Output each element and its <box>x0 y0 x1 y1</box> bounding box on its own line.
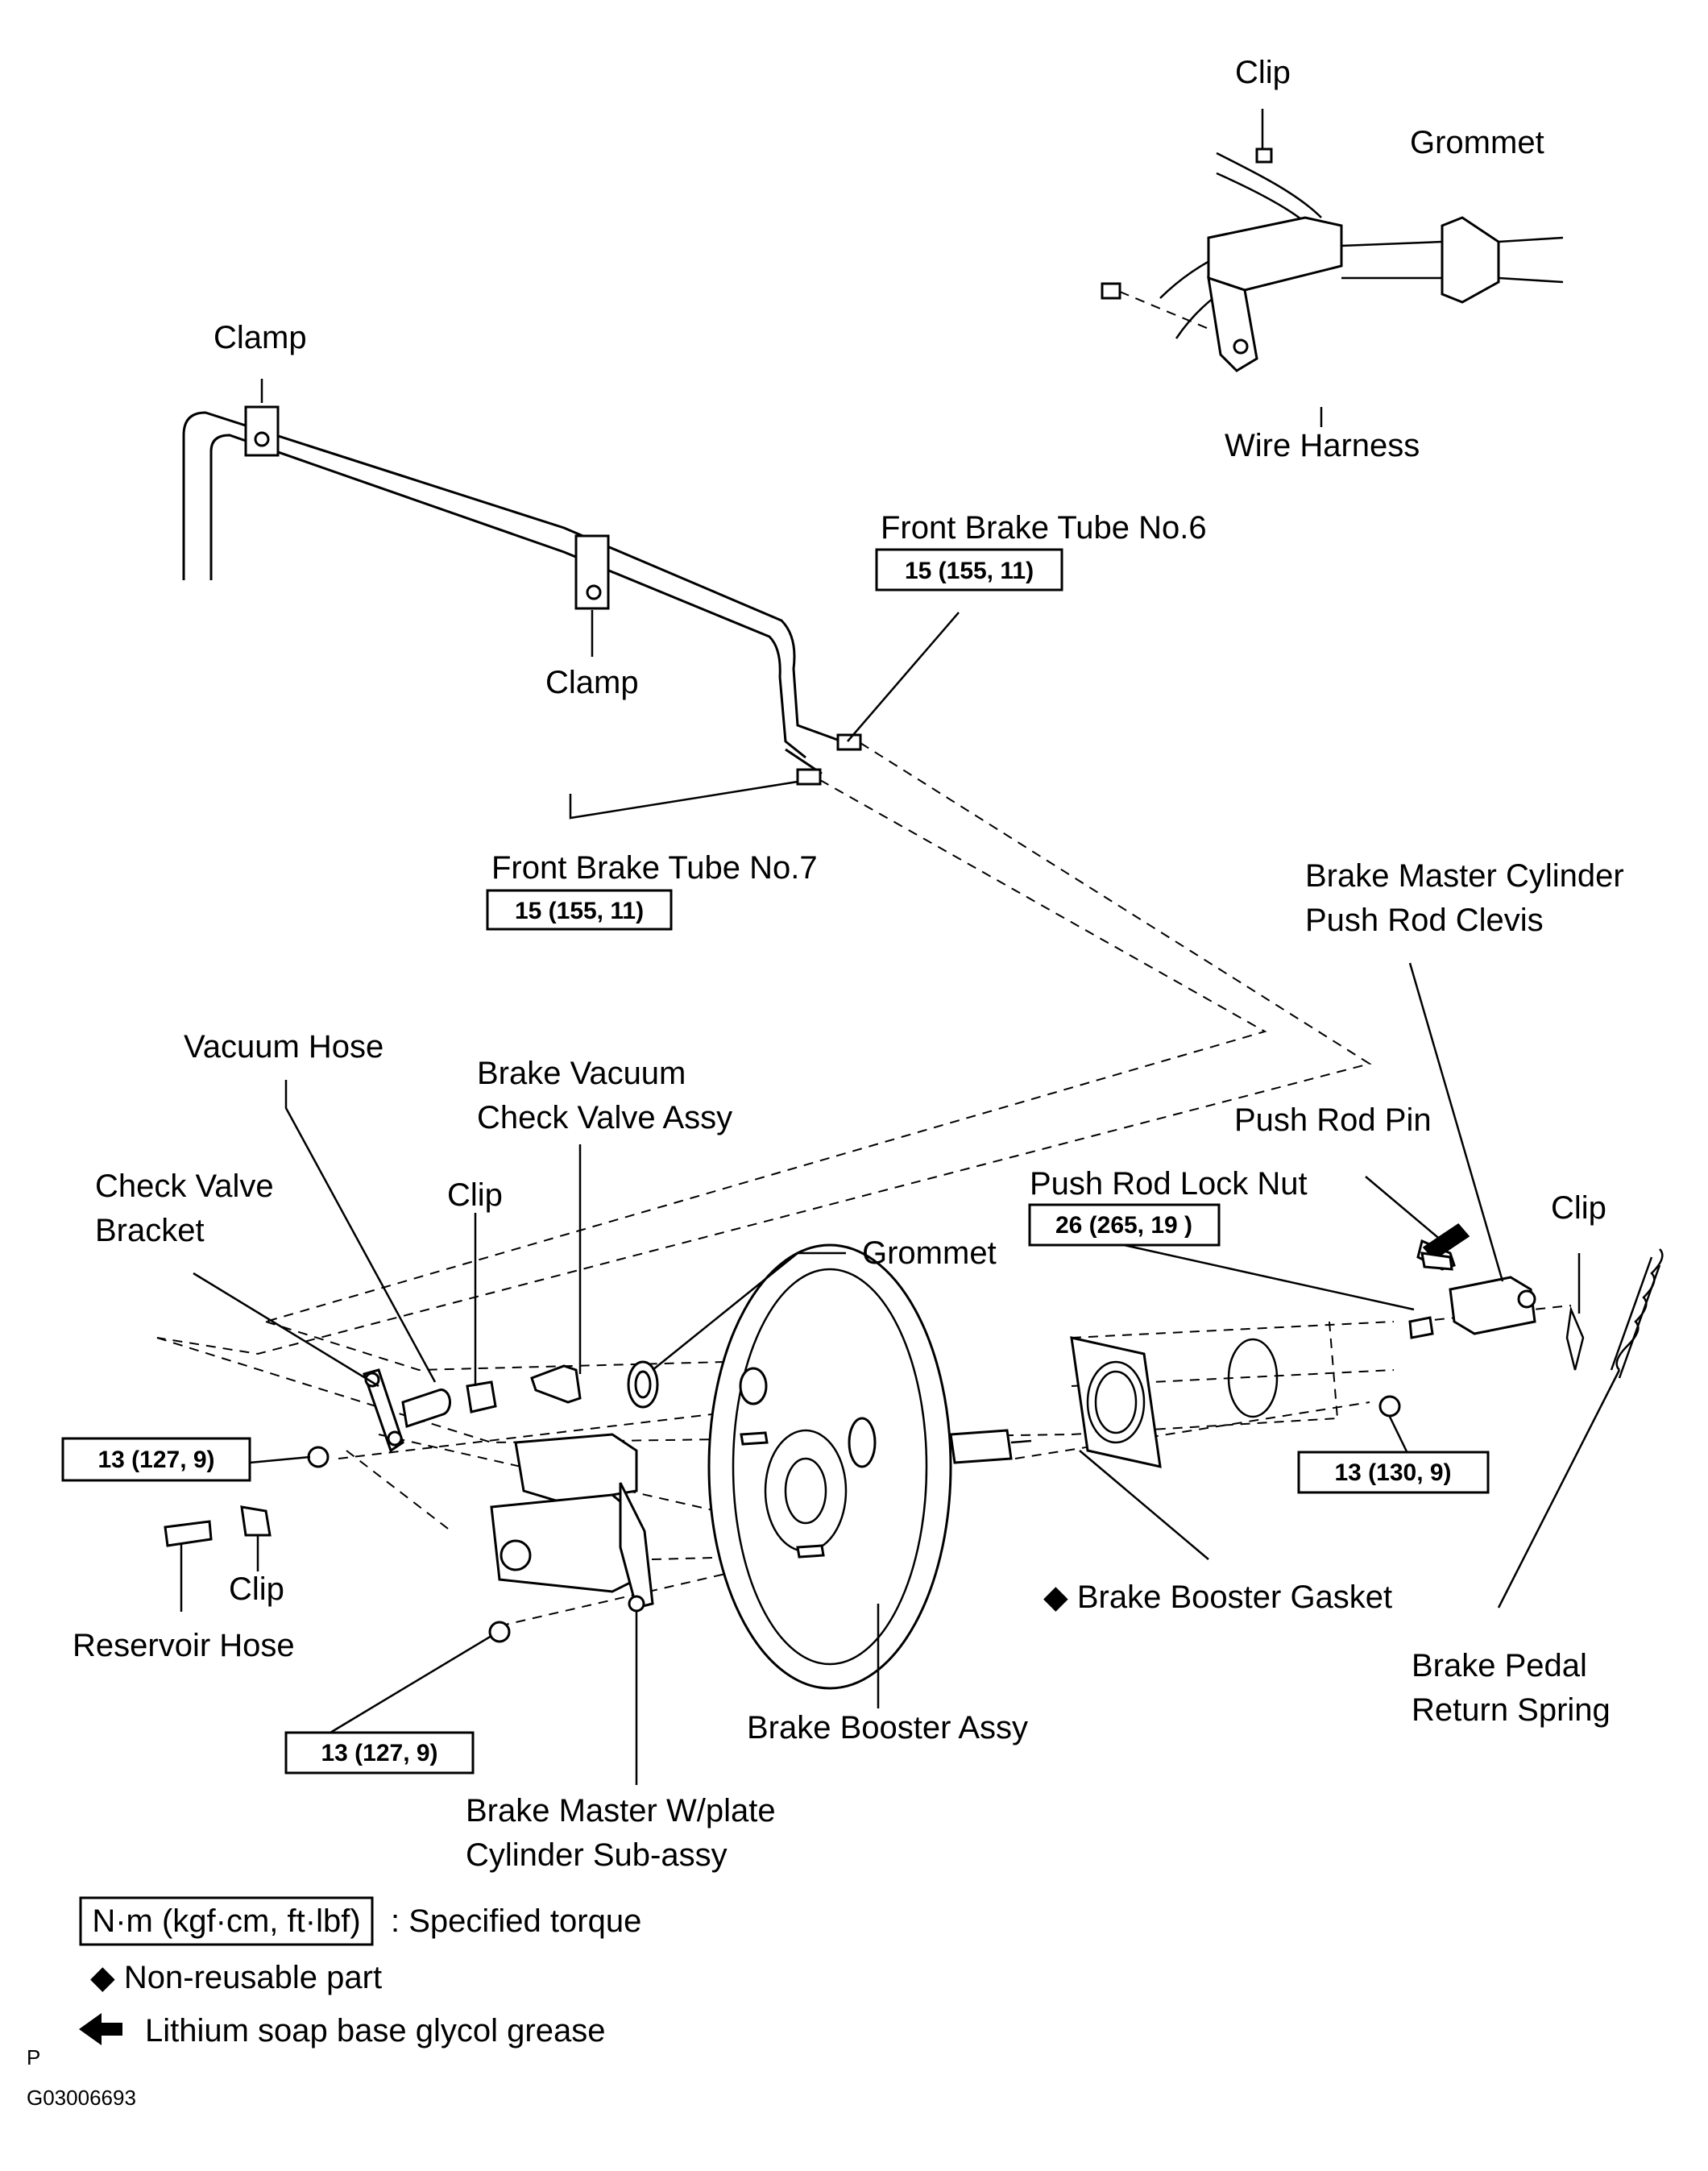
label-vacuum-hose: Vacuum Hose <box>184 1029 383 1065</box>
label-wire-harness: Wire Harness <box>1225 428 1420 463</box>
label-brake-booster-assy: Brake Booster Assy <box>747 1710 1028 1746</box>
label-grommet-top: Grommet <box>1410 125 1544 160</box>
wire-harness-assembly <box>1101 109 1564 372</box>
legend-non-reusable: ◆ Non-reusable part <box>90 1960 382 1995</box>
label-clamp-top: Clamp <box>214 320 307 355</box>
footer: P G03006693 <box>27 2045 136 2110</box>
torque-box-master-nut <box>284 1731 475 1775</box>
vacuum-check-parts <box>307 1360 659 1468</box>
legend-grease: Lithium soap base glycol grease <box>145 2013 605 2049</box>
legend-torque-unit: N·m (kgf·cm, ft·lbf) <box>92 1903 360 1939</box>
label-check-valve-bracket-2: Bracket <box>95 1213 205 1248</box>
label-check-valve-assy-2: Check Valve Assy <box>477 1100 732 1135</box>
label-clip-mid: Clip <box>447 1177 503 1213</box>
footer-code: G03006693 <box>27 2086 136 2110</box>
label-push-rod-pin: Push Rod Pin <box>1234 1102 1432 1138</box>
part-labels: Clip Grommet Wire Harness Clamp Clamp Fr… <box>73 55 1624 1873</box>
label-master-cylinder-2: Cylinder Sub-assy <box>466 1837 728 1873</box>
leader-lines <box>180 379 1621 1785</box>
label-push-rod-clevis-2: Push Rod Clevis <box>1305 903 1544 938</box>
label-brake-pedal-return-spring-2: Return Spring <box>1412 1692 1611 1728</box>
label-master-cylinder-1: Brake Master W/plate <box>466 1793 776 1829</box>
label-brake-pedal-return-spring-1: Brake Pedal <box>1412 1648 1587 1683</box>
label-clamp-mid: Clamp <box>545 665 639 700</box>
front-brake-tubes <box>182 405 862 786</box>
torque-master-nut: 13 (127, 9) <box>321 1740 437 1766</box>
label-brake-booster-gasket: ◆ Brake Booster Gasket <box>1043 1579 1392 1615</box>
label-push-rod-clevis-1: Brake Master Cylinder <box>1305 858 1624 894</box>
torque-box-tube-6 <box>875 548 1063 592</box>
torque-box-gasket-nut <box>1297 1451 1490 1494</box>
label-clip-top: Clip <box>1235 55 1291 90</box>
torque-tube-6: 15 (155, 11) <box>905 558 1034 584</box>
brake-booster-gasket <box>1070 1336 1401 1468</box>
torque-box-bracket-nut <box>61 1437 251 1482</box>
legend-torque-desc: : Specified torque <box>391 1903 641 1939</box>
label-front-brake-tube-7: Front Brake Tube No.7 <box>491 850 818 886</box>
label-push-rod-lock-nut: Push Rod Lock Nut <box>1030 1166 1308 1202</box>
label-grommet-mid: Grommet <box>862 1235 997 1271</box>
torque-bracket-nut: 13 (127, 9) <box>97 1447 214 1473</box>
torque-box-tube-7 <box>486 889 673 931</box>
label-clip-low: Clip <box>229 1571 284 1607</box>
torque-gasket-nut: 13 (130, 9) <box>1334 1459 1451 1486</box>
grease-arrow-icon <box>79 2013 122 2045</box>
label-reservoir-hose: Reservoir Hose <box>73 1628 295 1663</box>
label-check-valve-assy-1: Brake Vacuum <box>477 1056 686 1091</box>
torque-lock-nut: 26 (265, 19 ) <box>1055 1212 1192 1239</box>
footer-letter: P <box>27 2045 40 2069</box>
brake-booster <box>707 1243 1032 1690</box>
label-clip-right: Clip <box>1551 1190 1606 1226</box>
legend-torque-box <box>79 1896 374 1946</box>
label-front-brake-tube-6: Front Brake Tube No.6 <box>881 510 1207 546</box>
torque-tube-7: 15 (155, 11) <box>515 898 644 924</box>
torque-box-lock-nut <box>1028 1203 1221 1247</box>
label-check-valve-bracket-1: Check Valve <box>95 1169 274 1204</box>
push-rod-parts <box>1408 1223 1664 1379</box>
master-cylinder <box>164 1433 654 1643</box>
legend: N·m (kgf·cm, ft·lbf) : Specified torque … <box>79 1896 641 2049</box>
torque-specs: 15 (155, 11) 15 (155, 11) 26 (265, 19 ) … <box>61 548 1490 1775</box>
